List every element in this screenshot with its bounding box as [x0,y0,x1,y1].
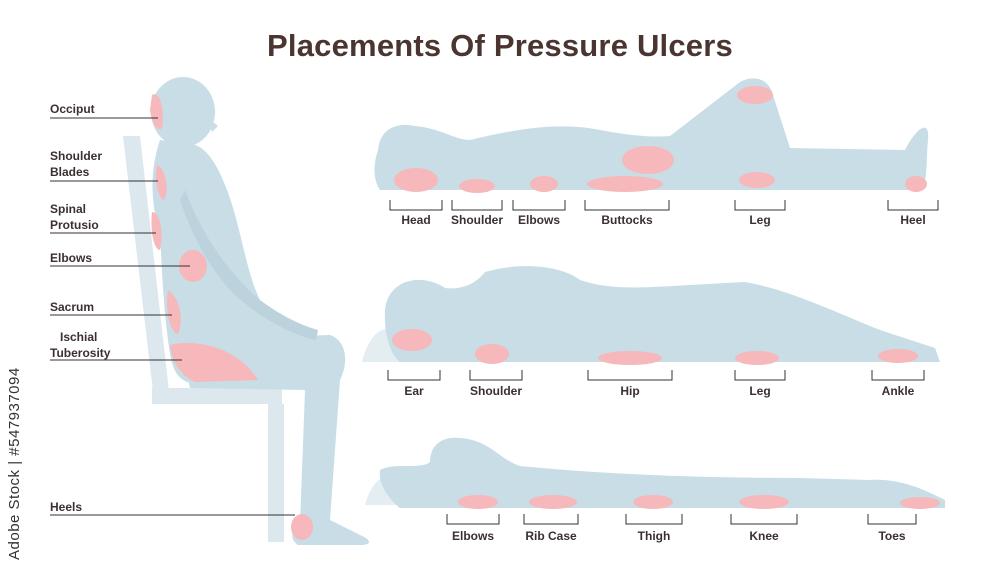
supine-ulcers [394,86,927,193]
lateral-ulcers [392,329,918,365]
label-buttocks: Buttocks [601,213,653,227]
label-sacrum: Sacrum [50,300,95,314]
prone-body [365,437,945,508]
label-shoulder-lateral: Shoulder [469,384,522,398]
label-knee: Knee [749,529,779,543]
label-hip: Hip [620,384,640,398]
label-shoulder-blades: Shoulder Blades [50,149,103,179]
prone-ulcers [458,495,940,509]
chair [123,136,284,542]
lateral-body [362,266,940,362]
label-ankle: Ankle [881,384,915,398]
label-ischial-tuberosity: Ischial Tuberosity [50,330,111,360]
seated-leader-lines [50,117,295,516]
label-rib-case: Rib Case [525,529,577,543]
watermark: Adobe Stock | #547937094 [6,367,23,560]
label-leg-lateral: Leg [749,384,771,398]
label-elbows-prone: Elbows [451,529,494,543]
supine-body [374,78,929,190]
label-thigh: Thigh [637,529,671,543]
label-leg-supine: Leg [749,213,771,227]
label-head: Head [401,213,431,227]
label-heels: Heels [50,500,83,514]
seated-ulcers [150,94,313,540]
label-ear: Ear [404,384,424,398]
seated-body [151,77,369,545]
label-toes: Toes [878,529,906,543]
label-heel: Heel [900,213,926,227]
label-spinal-protusio: Spinal Protusio [50,202,99,232]
label-shoulder-supine: Shoulder [450,213,503,227]
label-elbows: Elbows [50,251,93,265]
label-elbows-supine: Elbows [517,213,560,227]
brackets [387,200,939,525]
label-occiput: Occiput [50,102,95,116]
page-title: Placements Of Pressure Ulcers [267,28,733,63]
